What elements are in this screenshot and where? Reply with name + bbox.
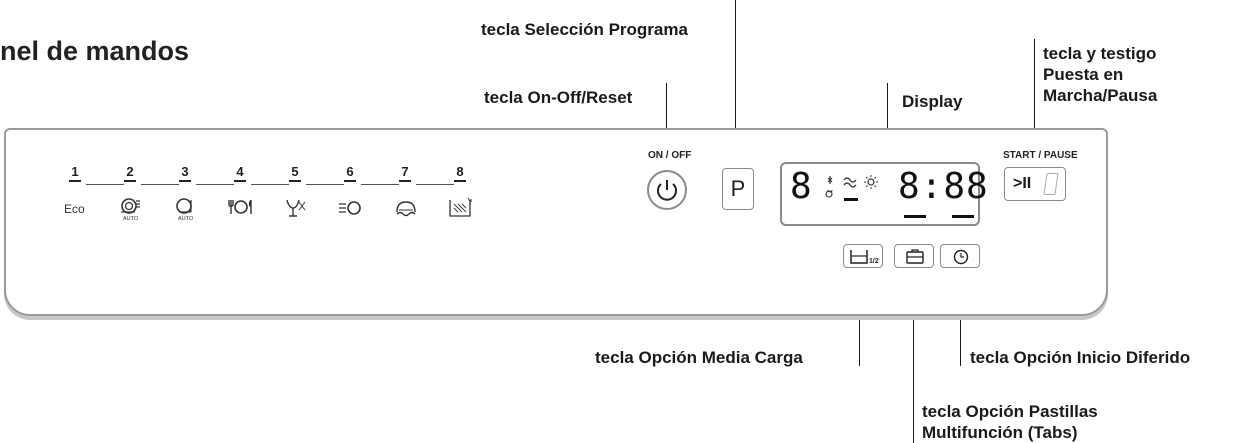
- program-3-bar: [179, 180, 191, 182]
- display-bar-2: [904, 215, 926, 218]
- program-8-bar: [454, 180, 466, 182]
- leader-line-half-load: [859, 276, 860, 366]
- callout-start-pause-line-1: tecla y testigo: [1043, 44, 1157, 63]
- program-connector: [141, 184, 179, 185]
- program-3-number: 3: [181, 164, 189, 179]
- callout-delay-start: tecla Opción Inicio Diferido: [970, 348, 1191, 367]
- program-3-auto-text: AUTO: [178, 216, 194, 222]
- leader-line-program-select: [735, 0, 736, 163]
- quick-icon: [339, 201, 361, 215]
- program-connector: [251, 184, 289, 185]
- program-8-marker[interactable]: 8: [440, 164, 480, 182]
- power-icon: [657, 180, 677, 201]
- clock-icon: [953, 249, 969, 265]
- start-pause-label: START / PAUSE: [1003, 150, 1078, 161]
- callout-program-select: tecla Selección Programa: [481, 20, 688, 39]
- auto-normal-icon: AUTO: [176, 198, 194, 222]
- daily-icon: [228, 199, 252, 214]
- program-3-marker[interactable]: 3: [165, 164, 205, 182]
- program-6-bar: [344, 180, 356, 182]
- program-5-marker[interactable]: 5: [275, 164, 315, 182]
- tabs-icon: [906, 249, 924, 264]
- callout-on-off: tecla On-Off/Reset: [484, 88, 633, 107]
- program-6-number: 6: [346, 164, 354, 179]
- program-2-auto-text: AUTO: [123, 216, 139, 222]
- display-time: 8:88: [898, 166, 989, 207]
- program-7-number: 7: [401, 164, 409, 179]
- callout-start-pause-line-3: Marcha/Pausa: [1043, 86, 1158, 105]
- program-4-marker[interactable]: 4: [220, 164, 260, 182]
- program-1-marker[interactable]: 1: [55, 164, 95, 182]
- prewash-icon: [449, 197, 472, 217]
- play-pause-icon: >II: [1013, 175, 1032, 192]
- delay-start-button[interactable]: [940, 244, 980, 268]
- callout-display: Display: [902, 92, 963, 111]
- program-4-bar: [234, 180, 246, 182]
- program-select-button[interactable]: P: [722, 168, 754, 210]
- salt-icon: [825, 189, 833, 198]
- start-pause-led: [1043, 173, 1059, 195]
- program-5-number: 5: [291, 164, 299, 179]
- display-indicator-icons: [825, 175, 878, 201]
- half-load-icon: 1/2: [850, 250, 879, 265]
- leader-line-on-off: [666, 83, 667, 143]
- display-bar-1: [844, 198, 858, 201]
- auto-intensive-icon: AUTO: [121, 198, 140, 222]
- program-2-number: 2: [126, 164, 134, 179]
- callout-start-pause-line-2: Puesta en: [1043, 65, 1124, 84]
- rinse-aid-icon: [827, 176, 833, 184]
- program-2-bar: [124, 180, 136, 182]
- callout-tabs: tecla Opción Pastillas Multifunción (Tab…: [922, 401, 1098, 443]
- program-connector: [416, 184, 454, 185]
- program-connector: [361, 184, 399, 185]
- glass-icon: [286, 199, 306, 217]
- half-load-button[interactable]: 1/2: [843, 244, 883, 268]
- leader-line-tabs: [913, 270, 914, 443]
- program-connector: [306, 184, 344, 185]
- page-title: nel de mandos: [0, 36, 190, 66]
- leader-line-delay-start: [960, 285, 961, 366]
- display-bar-3: [952, 215, 974, 218]
- callout-start-pause: tecla y testigo Puesta en Marcha/Pausa: [1043, 43, 1157, 106]
- water-icon: [843, 177, 857, 188]
- program-8-number: 8: [456, 164, 464, 179]
- half-load-text: 1/2: [869, 258, 879, 265]
- start-pause-button[interactable]: >II: [1004, 167, 1066, 201]
- display-panel: 8 8:88: [780, 162, 988, 226]
- display-program-digit: 8: [790, 166, 812, 207]
- program-2-marker[interactable]: 2: [110, 164, 150, 182]
- on-off-label: ON / OFF: [648, 150, 692, 161]
- callout-tabs-line-2: Multifunción (Tabs): [922, 423, 1078, 442]
- program-connector: [196, 184, 234, 185]
- leader-line-start-pause: [1034, 39, 1035, 149]
- program-connector: [86, 184, 124, 185]
- sun-icon: [867, 178, 875, 186]
- callout-tabs-line-1: tecla Opción Pastillas: [922, 402, 1098, 421]
- program-1-number: 1: [71, 164, 79, 179]
- program-1-eco-label: Eco: [64, 202, 85, 216]
- program-7-marker[interactable]: 7: [385, 164, 425, 182]
- on-off-button[interactable]: [647, 170, 687, 210]
- program-5-bar: [289, 180, 301, 182]
- soak-icon: [396, 201, 416, 217]
- program-6-marker[interactable]: 6: [330, 164, 370, 182]
- program-4-number: 4: [236, 164, 244, 179]
- leader-line-display: [887, 83, 888, 163]
- tabs-button[interactable]: [894, 244, 934, 268]
- program-1-bar: [69, 180, 81, 182]
- callout-half-load: tecla Opción Media Carga: [595, 348, 803, 367]
- program-7-bar: [399, 180, 411, 182]
